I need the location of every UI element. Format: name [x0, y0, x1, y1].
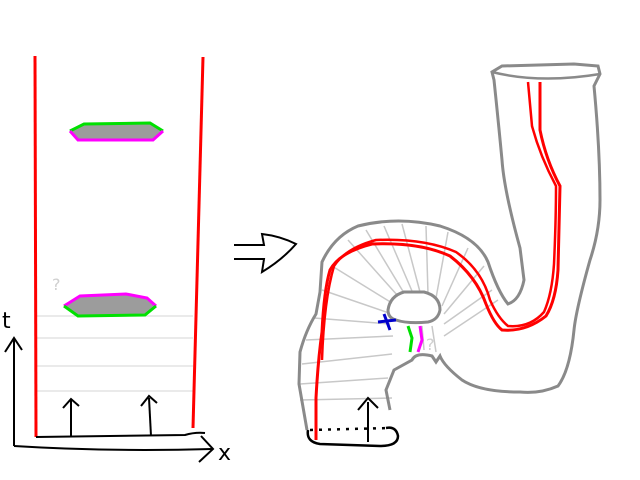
faint-question-mark-right: ? [426, 335, 435, 354]
upper-surface [68, 121, 165, 142]
tube-outline [297, 62, 602, 431]
x-axis [13, 445, 213, 451]
surface-piece-future [416, 325, 424, 353]
axes [4, 336, 215, 463]
x-axis-label: x [218, 441, 231, 466]
t-axis-arrow-icon [4, 336, 23, 353]
left-boundary-worldline [33, 55, 38, 438]
outer-worldline [320, 81, 558, 361]
up-arrow-icon [140, 394, 158, 437]
tube-hole [386, 290, 442, 325]
right-arrow-icon [234, 232, 298, 274]
curved-spacetime-panel: ? [297, 62, 602, 448]
curved-initial-slice [306, 426, 400, 448]
blue-cross-icon [377, 313, 397, 331]
curved-dashed-cap [309, 426, 391, 432]
up-arrow-icon [62, 397, 80, 437]
up-arrow-icon [357, 396, 379, 442]
tube-top-cap [491, 70, 601, 80]
inner-worldline [314, 82, 562, 440]
x-axis-arrow-icon [198, 435, 215, 463]
initial-slice [35, 431, 206, 438]
faint-question-mark-left: ? [52, 275, 61, 294]
t-axis-label: t [2, 309, 11, 334]
flat-spacetime-panel: ? t x [2, 55, 231, 466]
surface-piece-past [406, 325, 414, 353]
lower-surface [63, 292, 157, 318]
time-slices [36, 315, 193, 392]
right-boundary-worldline [191, 56, 205, 429]
